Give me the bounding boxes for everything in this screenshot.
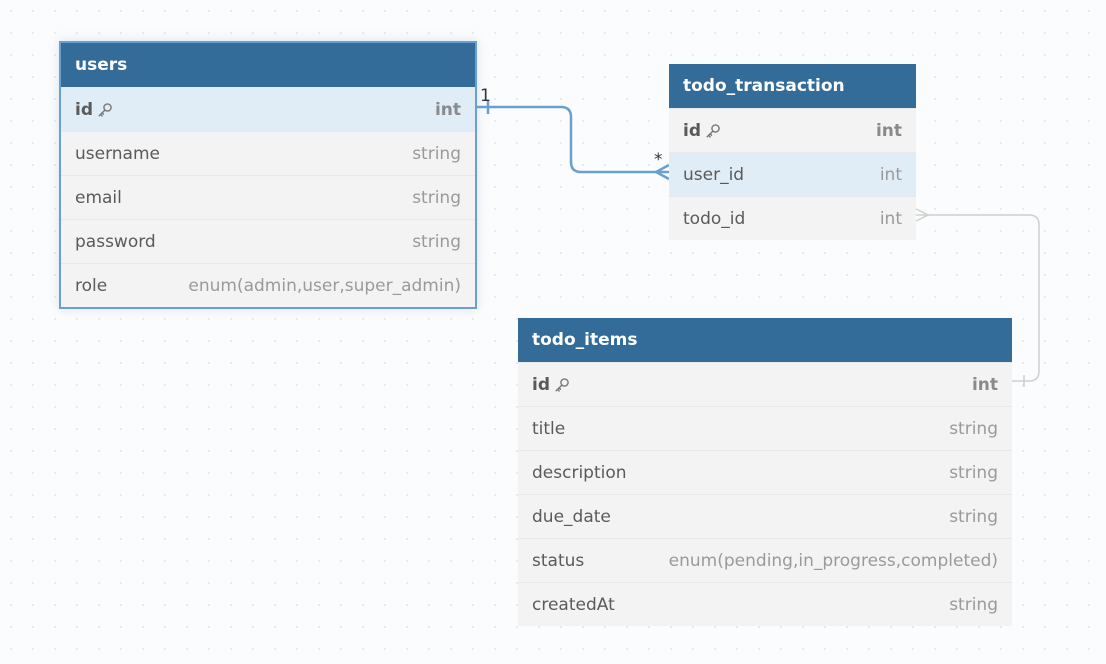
field-name-wrap: todo_id [683,209,745,229]
field-type: string [949,418,998,439]
field-type: string [412,143,461,164]
table-header[interactable]: users [61,43,475,87]
field-row[interactable]: due_date string [518,494,1012,538]
field-name-wrap: id [532,375,570,395]
field-name: todo_id [683,208,746,229]
field-name: username [75,143,160,164]
field-row[interactable]: status enum(pending,in_progress,completed… [518,538,1012,582]
field-name: title [532,418,566,439]
many-crowfoot-mark-inactive [915,208,930,222]
field-type: string [949,462,998,483]
field-name-wrap: title [532,419,565,439]
field-name-wrap: role [75,276,107,296]
field-type: enum(admin,user,super_admin) [188,275,461,296]
field-type: int [879,208,902,229]
field-type: int [879,164,902,185]
field-row[interactable]: createdAt string [518,582,1012,626]
field-row[interactable]: id int [61,87,475,131]
field-name: id [532,374,550,395]
field-name-wrap: due_date [532,507,611,527]
field-name-wrap: password [75,232,156,252]
field-row[interactable]: description string [518,450,1012,494]
field-type: string [949,594,998,615]
field-row[interactable]: id int [669,108,916,152]
field-name-wrap: status [532,551,584,571]
field-name: due_date [532,506,611,527]
table-header[interactable]: todo_items [518,318,1012,362]
field-name: role [75,275,108,296]
field-type: string [949,506,998,527]
field-name: password [75,231,156,252]
field-name: createdAt [532,594,615,615]
field-row[interactable]: title string [518,406,1012,450]
field-row[interactable]: user_id int [669,152,916,196]
field-type: string [412,187,461,208]
table-header[interactable]: todo_transaction [669,64,916,108]
field-name: email [75,187,122,208]
field-row[interactable]: id int [518,362,1012,406]
field-name-wrap: id [75,100,113,120]
field-name: id [683,120,701,141]
relationship-label-many: * [654,150,663,170]
field-name-wrap: id [683,121,721,141]
field-name: user_id [683,164,745,185]
key-icon [705,123,721,139]
field-name: status [532,550,585,571]
field-row[interactable]: role enum(admin,user,super_admin) [61,263,475,307]
field-type: enum(pending,in_progress,completed) [668,550,998,571]
field-row[interactable]: email string [61,175,475,219]
field-type: int [434,99,461,120]
field-name: id [75,99,93,120]
field-name-wrap: email [75,188,122,208]
field-name-wrap: user_id [683,165,744,185]
field-name-wrap: createdAt [532,595,615,615]
field-type: string [412,231,461,252]
field-row[interactable]: username string [61,131,475,175]
key-icon [97,102,113,118]
field-name-wrap: description [532,463,627,483]
field-type: int [875,120,902,141]
field-name-wrap: username [75,144,160,164]
key-icon [554,377,570,393]
field-row[interactable]: password string [61,219,475,263]
relationship-label-one: 1 [480,86,491,106]
field-name: description [532,462,627,483]
field-row[interactable]: todo_id int [669,196,916,240]
field-type: int [971,374,998,395]
relationship-line-users-transaction [477,105,669,174]
